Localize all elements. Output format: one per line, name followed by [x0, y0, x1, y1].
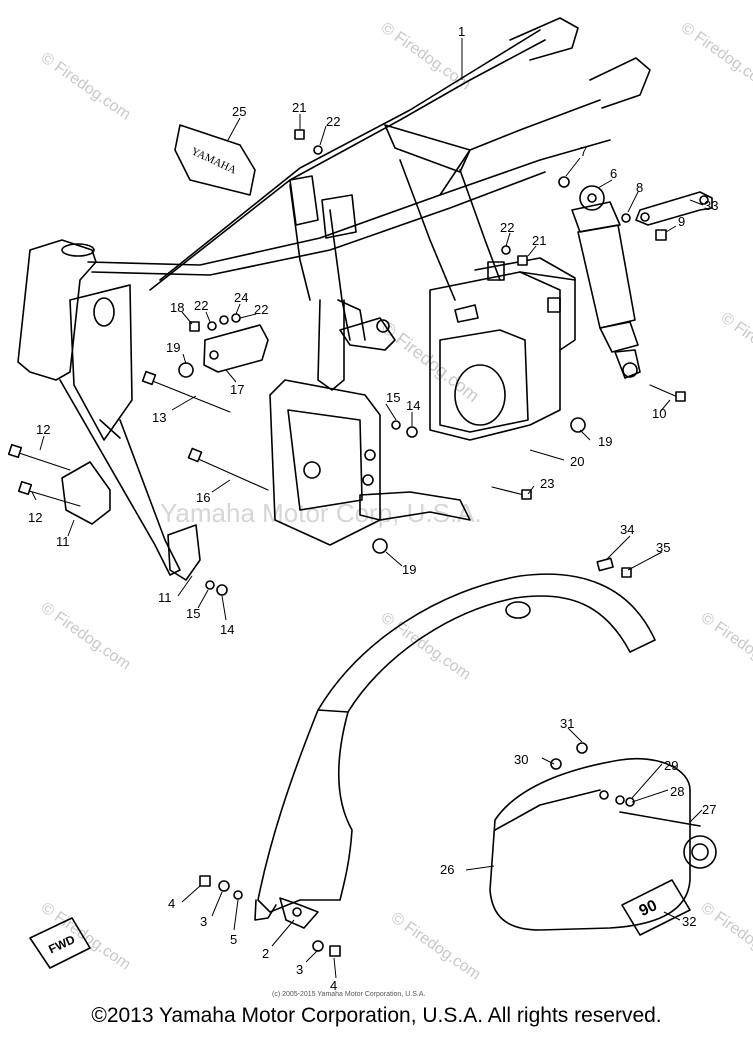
callout-18: 18	[170, 300, 184, 315]
watermark-site: © Firedog.com	[698, 609, 753, 683]
hardware	[7, 129, 686, 957]
badge-32: 90	[621, 879, 691, 936]
callout-21: 21	[532, 233, 546, 248]
watermark-site: © Firedog.com	[38, 49, 134, 123]
callout-22: 22	[254, 302, 268, 317]
callout-34: 34	[620, 522, 634, 537]
inner-copyright: (c) 2005-2015 Yamaha Motor Corporation, …	[272, 991, 425, 998]
callout-3: 3	[200, 914, 207, 929]
cover-plates-11	[61, 461, 201, 581]
callout-20: 20	[570, 454, 584, 469]
callout-35: 35	[656, 540, 670, 555]
callout-25: 25	[232, 104, 246, 119]
callout-17: 17	[230, 382, 244, 397]
callout-10: 10	[652, 406, 666, 421]
copyright-footer: ©2013 Yamaha Motor Corporation, U.S.A. A…	[91, 1004, 662, 1027]
callout-28: 28	[670, 784, 684, 799]
callout-8: 8	[636, 180, 643, 195]
callout-4: 4	[330, 978, 337, 993]
rear-fender	[254, 573, 656, 929]
callout-12: 12	[28, 510, 42, 525]
leader-lines	[31, 38, 704, 979]
callout-14: 14	[220, 622, 234, 637]
callout-29: 29	[664, 758, 678, 773]
callout-15: 15	[186, 606, 200, 621]
callout-11: 11	[56, 534, 70, 549]
watermark-site: © Firedog.com	[38, 899, 134, 973]
fwd-text: FWD	[46, 932, 77, 956]
watermark-site: © Firedog.com	[698, 899, 753, 973]
callout-5: 5	[230, 932, 237, 947]
side-cover-26	[489, 758, 691, 931]
callout-31: 31	[560, 716, 574, 731]
callout-13: 13	[152, 410, 166, 425]
emblem-text: YAMAHA	[189, 145, 238, 176]
callout-27: 27	[702, 802, 716, 817]
watermark-site: © Firedog.com	[378, 609, 474, 683]
watermark-site: © Firedog.com	[718, 309, 753, 383]
callout-1: 1	[458, 24, 465, 39]
callout-19: 19	[598, 434, 612, 449]
callout-4: 4	[168, 896, 175, 911]
callout-labels: 1 25 21 22 7 6 8 33 9 22 21 18 22 24 22 …	[28, 24, 718, 993]
frame	[17, 17, 651, 576]
knob-27	[619, 811, 717, 869]
callout-33: 33	[704, 198, 718, 213]
frame-emblem-25: YAMAHA	[174, 124, 256, 196]
rear-shock-absorber	[571, 185, 641, 379]
callout-23: 23	[540, 476, 554, 491]
callout-6: 6	[610, 166, 617, 181]
callout-30: 30	[514, 752, 528, 767]
callout-32: 32	[682, 914, 696, 929]
callout-14: 14	[406, 398, 420, 413]
callout-21: 21	[292, 100, 306, 115]
callout-16: 16	[196, 490, 210, 505]
callout-2: 2	[262, 946, 269, 961]
callout-3: 3	[296, 962, 303, 977]
watermark-site: © Firedog.com	[388, 909, 484, 983]
watermark-site: © Firedog.com	[38, 599, 134, 673]
callout-12: 12	[36, 422, 50, 437]
callout-15: 15	[386, 390, 400, 405]
callout-9: 9	[678, 214, 685, 229]
bracket-17	[203, 324, 269, 373]
callout-22: 22	[326, 114, 340, 129]
callout-19: 19	[402, 562, 416, 577]
callout-24: 24	[234, 290, 248, 305]
callout-7: 7	[580, 144, 587, 159]
grab-bar-33	[635, 191, 713, 226]
battery-box	[429, 257, 576, 441]
callout-22: 22	[500, 220, 514, 235]
badge-text: 90	[637, 897, 660, 920]
watermark-layer: © Firedog.com © Firedog.com © Firedog.co…	[38, 19, 753, 983]
callout-19: 19	[166, 340, 180, 355]
callout-26: 26	[440, 862, 454, 877]
watermark-site: © Firedog.com	[678, 19, 753, 93]
callout-22: 22	[194, 298, 208, 313]
callout-11: 11	[158, 590, 172, 605]
